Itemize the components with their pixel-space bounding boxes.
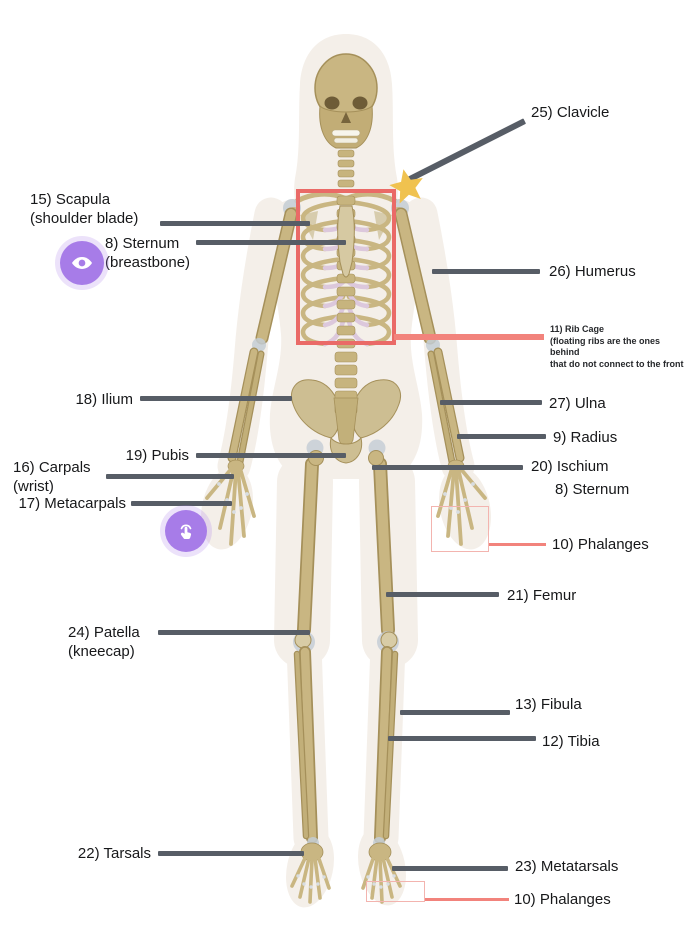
leader-line-foot-phalanges <box>425 898 509 901</box>
leader-line-metacarpals <box>131 501 232 506</box>
label-tarsals: 22) Tarsals <box>77 845 151 862</box>
leader-line-metatarsals <box>392 866 508 871</box>
label-carpals: 16) Carpals (wrist) <box>13 459 91 495</box>
leader-line-ribcage <box>394 334 544 340</box>
label-ischium: 20) Ischium <box>531 458 609 475</box>
leader-line-sternum-left <box>196 240 346 245</box>
skull <box>314 53 378 149</box>
leader-line-fibula <box>400 710 510 715</box>
leader-line-pubis <box>196 453 346 458</box>
label-tibia: 12) Tibia <box>542 733 600 750</box>
eye-icon <box>72 257 92 269</box>
pelvis-center <box>329 397 363 464</box>
leader-line-ilium <box>140 396 292 401</box>
star-marker <box>388 167 426 205</box>
label-pubis: 19) Pubis <box>125 447 189 464</box>
label-humerus: 26) Humerus <box>549 263 636 280</box>
interact-button[interactable] <box>165 510 207 552</box>
label-phalanges-foot: 10) Phalanges <box>514 891 611 908</box>
label-ulna: 27) Ulna <box>549 395 606 412</box>
leader-line-tarsals <box>158 851 304 856</box>
label-patella: 24) Patella (kneecap) <box>68 624 140 660</box>
leader-line-radius <box>457 434 546 439</box>
tap-gesture-icon <box>180 524 192 539</box>
label-fibula: 13) Fibula <box>515 696 582 713</box>
sternum-bone <box>337 205 355 278</box>
label-ilium: 18) Ilium <box>75 391 133 408</box>
label-metatarsals: 23) Metatarsals <box>515 858 619 875</box>
leader-line-femur <box>386 592 499 597</box>
label-clavicle: 25) Clavicle <box>531 104 610 121</box>
star-icon <box>389 169 423 204</box>
label-rib-cage-note: 11) Rib Cage (floating ribs are the ones… <box>550 324 684 369</box>
leader-line-ulna <box>440 400 542 405</box>
leader-line-ischium <box>372 465 523 470</box>
leader-line-hand-phalanges <box>489 543 546 546</box>
label-metacarpals: 17) Metacarpals <box>18 495 126 512</box>
label-radius: 9) Radius <box>553 429 618 446</box>
visibility-button[interactable] <box>60 241 104 285</box>
leader-line-patella <box>158 630 310 635</box>
leader-line-carpals <box>106 474 234 479</box>
leader-line-humerus <box>432 269 540 274</box>
highlight-box-ribcage <box>296 189 396 345</box>
label-scapula: 15) Scapula (shoulder blade) <box>30 191 139 227</box>
highlight-box-foot-phalanges <box>366 881 425 902</box>
label-femur: 21) Femur <box>507 587 577 604</box>
highlight-box-hand-phalanges <box>431 506 489 552</box>
label-phalanges-hand: 10) Phalanges <box>552 536 649 553</box>
label-sternum-right: 8) Sternum <box>555 481 630 498</box>
leader-line-scapula <box>160 221 310 226</box>
label-sternum-left: 8) Sternum (breastbone) <box>105 235 191 271</box>
left-side-bones <box>205 191 347 904</box>
leader-line-tibia <box>388 736 536 741</box>
